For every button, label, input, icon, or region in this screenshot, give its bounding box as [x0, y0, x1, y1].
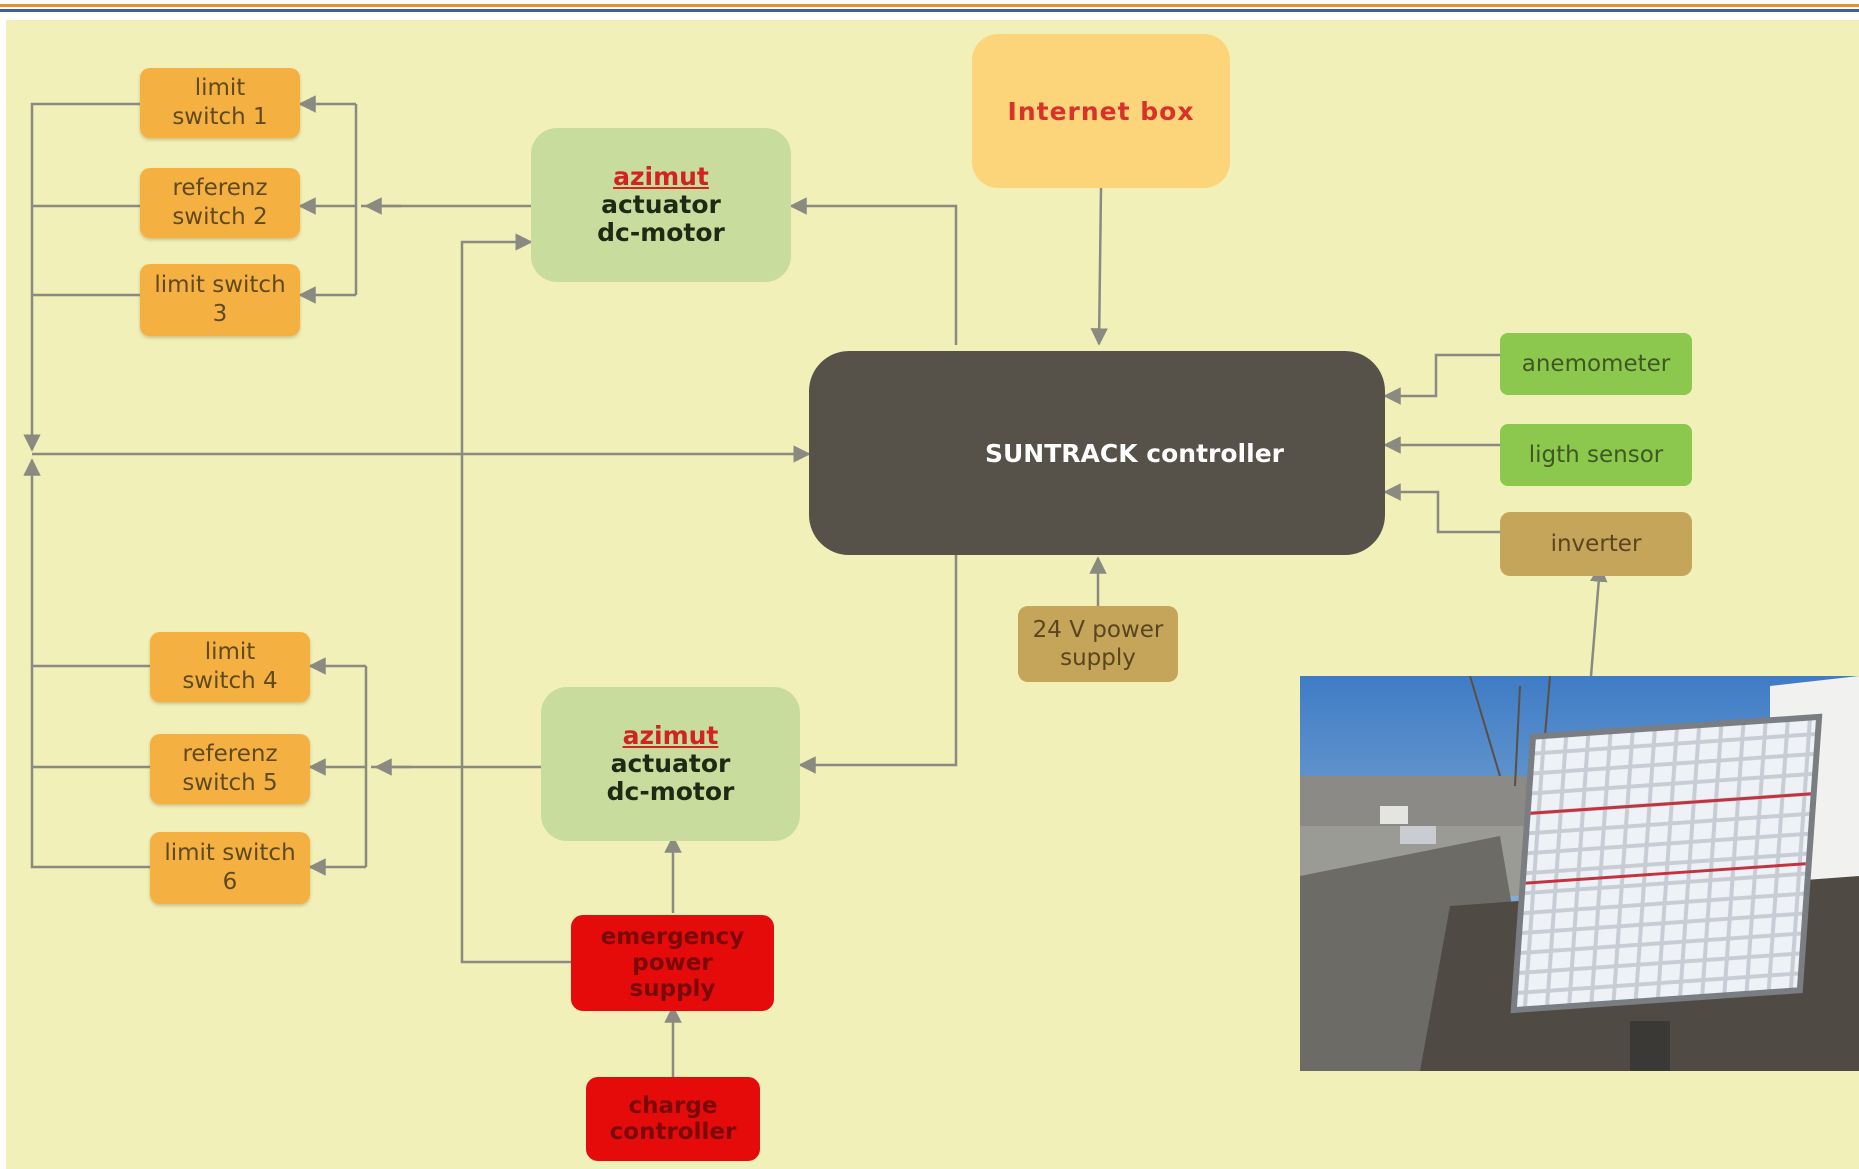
solar-tracker-photo — [1300, 676, 1859, 1071]
wire-left-bus-bottom — [23, 458, 150, 668]
limit-switch-4: limit switch 4 — [150, 632, 310, 702]
limit-switch-1: limit switch 1 — [140, 68, 300, 138]
motor-bottom-label-azimut: azimut — [622, 721, 719, 750]
limit-switch-6: limit switch 6 — [150, 832, 310, 904]
top-rule-blue — [0, 9, 1859, 12]
motor-top-label-dc-motor: dc-motor — [597, 218, 725, 247]
charge-controller: charge controller — [586, 1077, 760, 1161]
motor-bottom-label-actuator: actuator — [610, 749, 731, 778]
wire-internet-to-controller — [1090, 187, 1108, 346]
azimut-actuator-motor-top: azimut actuator dc-motor — [531, 128, 791, 282]
wire-inverter-to-controller — [1383, 483, 1500, 534]
anemometer: anemometer — [1500, 333, 1692, 395]
emergency-power-supply: emergency power supply — [571, 915, 774, 1011]
wire-photo-to-inverter — [1589, 564, 1608, 677]
limit-switch-3: limit switch 3 — [140, 264, 300, 336]
controller-label: SUNTRACK controller — [985, 438, 1284, 468]
diagram-canvas: limit switch 1 referenz switch 2 limit s… — [6, 20, 1859, 1169]
motor-bottom-label-dc-motor: dc-motor — [606, 777, 735, 806]
connector-wires — [23, 95, 1608, 1077]
wire-anemometer-to-controller — [1383, 353, 1500, 405]
referenz-switch-5: referenz switch 5 — [150, 734, 310, 804]
motor-top-label-actuator: actuator — [601, 190, 721, 219]
inverter: inverter — [1500, 512, 1692, 576]
top-rule-orange — [0, 4, 1859, 7]
motor-top-label-azimut: azimut — [613, 162, 709, 191]
light-sensor: ligth sensor — [1500, 424, 1692, 486]
wire-controller-to-motor-bottom — [798, 555, 958, 774]
power-supply-24v: 24 V power supply — [1018, 606, 1178, 682]
wire-left-bus-top — [23, 102, 140, 452]
wire-limit-6-to-bus — [30, 666, 150, 869]
referenz-switch-2: referenz switch 2 — [140, 168, 300, 238]
internet-box: Internet box — [972, 34, 1230, 188]
wire-emergency-to-motor-top — [460, 233, 571, 964]
wire-controller-to-motor-top — [789, 197, 958, 345]
suntrack-controller: SUNTRACK controller — [809, 351, 1385, 555]
azimut-actuator-motor-bottom: azimut actuator dc-motor — [541, 687, 800, 841]
